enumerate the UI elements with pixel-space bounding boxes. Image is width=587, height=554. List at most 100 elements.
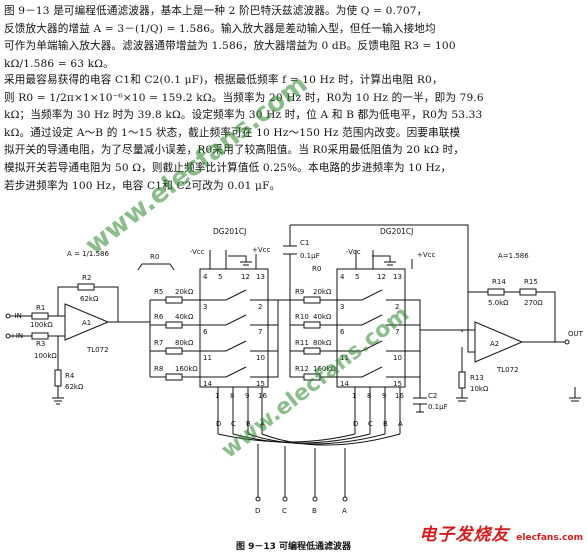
- r2-label: R2: [82, 274, 91, 282]
- ic2-pin-8: 8: [367, 392, 371, 400]
- ctrl-c-terminal: C: [282, 507, 287, 515]
- c2-label: C2: [428, 392, 437, 400]
- r13-value: 10kΩ: [470, 385, 489, 393]
- ground-symbol-3: [569, 387, 581, 402]
- ctrl-c-2: C: [368, 420, 373, 428]
- ic2-pin-11: 11: [340, 354, 349, 362]
- site-logo: 电子发烧友 elecfans.com: [419, 520, 583, 545]
- ic1-pin-7: 7: [258, 328, 262, 336]
- r10-value: 40kΩ: [313, 313, 332, 321]
- ic1-pin-12: 12: [241, 273, 250, 281]
- r7-label: R7: [154, 339, 163, 347]
- ctrl-a-2: A: [398, 420, 403, 428]
- ic1-pin-1: 1: [215, 392, 219, 400]
- ic2-pin-10: 10: [393, 354, 402, 362]
- r4-ground-wire: [52, 336, 64, 405]
- c1-label: C1: [300, 239, 309, 247]
- ic1-body: [199, 268, 269, 388]
- opamp-a2-type: TL072: [496, 366, 519, 374]
- r2-value: 62kΩ: [80, 295, 99, 303]
- logo-sub: elecfans.com: [516, 533, 583, 543]
- figure-caption: 图 9－13 可编程低通滤波器: [235, 542, 352, 552]
- ctrl-b-1: B: [246, 420, 251, 428]
- r13-label: R13: [470, 374, 484, 382]
- r12-value: 160kΩ: [313, 365, 336, 373]
- opamp-a2-label: A2: [490, 340, 499, 348]
- r10-label: R10: [295, 313, 309, 321]
- bank1-resistors: [150, 296, 200, 381]
- ic2-label: DG201CJ: [380, 227, 413, 236]
- r13-wire: [456, 330, 468, 402]
- text-line: 图 9－13 是可编程低通滤波器，基本上是一种 2 阶巴特沃兹滤波器。为使 Q …: [4, 5, 428, 17]
- r3-label: R3: [36, 340, 45, 348]
- r14-resistor-icon: [487, 288, 505, 296]
- ic1-pin-5: 5: [218, 273, 222, 281]
- ic2-body: [336, 268, 406, 388]
- ic2-pin-12: 12: [377, 273, 386, 281]
- r1-label: R1: [36, 304, 45, 312]
- c2-capacitor-icon: [413, 377, 427, 413]
- bank1-bus: [118, 300, 151, 377]
- ctrl-b-terminal: B: [312, 507, 317, 515]
- ic2-switches: [337, 289, 405, 378]
- ic2-pin-6: 6: [340, 328, 345, 336]
- ic2-pin-4: 4: [340, 273, 345, 281]
- ctrl-d-terminal: D: [255, 507, 260, 515]
- ic2-pin-1: 1: [352, 392, 356, 400]
- ic1-output-bus: [268, 282, 291, 378]
- c1-value: 0.1μF: [300, 252, 320, 260]
- r14-label: R14: [492, 278, 506, 286]
- r13-resistor-icon: [458, 371, 466, 389]
- r0-label-1: R0: [150, 253, 159, 261]
- vcc-neg-2: -Vcc: [346, 248, 361, 256]
- ic2-pin-2: 2: [395, 303, 399, 311]
- ic2-pin-13: 13: [393, 273, 402, 281]
- r4-resistor-icon: [54, 369, 62, 387]
- ic1-pin-16: 16: [258, 392, 267, 400]
- c2-value: 0.1μF: [428, 403, 448, 411]
- r6-label: R6: [154, 313, 164, 321]
- r15-value: 270Ω: [524, 299, 543, 307]
- r9-label: R9: [295, 288, 304, 296]
- opamp-a1-type: TL072: [86, 346, 109, 354]
- text-line: 拟开关的导通电阻，为了尽量减小误差，R0采用了较高阻值。当 R0采用最低阻值为 …: [4, 144, 465, 157]
- r0-bracket: [137, 263, 175, 271]
- text-line: 反馈放大器的增益 A = 3－(1/Q) = 1.586。输入放大器是差动输入型…: [4, 22, 436, 35]
- ctrl-d-2: D: [353, 420, 358, 428]
- ctrl-b-2: B: [383, 420, 388, 428]
- gain-left: A = 1/1.586: [67, 250, 110, 258]
- ic1-pin-13: 13: [256, 273, 265, 281]
- text-line: 模拟开关若导通电阻为 50 Ω，则截止频率比计算值低 0.25%。本电路的步进频…: [4, 161, 452, 174]
- r12-label: R12: [295, 365, 309, 373]
- opamp-a2-icon: [474, 321, 524, 363]
- ic2-pin-3: 3: [340, 303, 344, 311]
- ctrl-a-terminal: A: [342, 507, 347, 515]
- r8-value: 160kΩ: [175, 365, 198, 373]
- r14-value: 5.0kΩ: [488, 299, 509, 307]
- logo-main: 电子发烧友: [419, 525, 510, 545]
- r5-label: R5: [154, 288, 163, 296]
- r15-resistor-icon: [519, 288, 537, 296]
- input-wires: [10, 315, 65, 337]
- r2-resistor-icon: [77, 283, 95, 291]
- paragraph-1: 图 9－13 是可编程低通滤波器，基本上是一种 2 阶巴特沃兹滤波器。为使 Q …: [4, 3, 582, 73]
- vcc-neg-1: -Vcc: [190, 248, 205, 256]
- bank2-resistors: [290, 296, 337, 381]
- opamp-a1-label: A1: [82, 319, 91, 327]
- text-line: 采用最容易获得的电容 C1和 C2(0.1 μF)，根据最低频率 f = 10 …: [4, 74, 443, 86]
- ctrl-a-1: A: [260, 420, 265, 428]
- text-line: 若步进频率为 100 Hz，电容 C1和 C2可改为 0.01 μF。: [4, 179, 281, 192]
- r2-feedback-wire: [57, 286, 119, 323]
- ic2-pin-5: 5: [355, 273, 359, 281]
- ic2-pin-9: 9: [382, 392, 386, 400]
- ic1-pin-14: 14: [203, 380, 212, 388]
- ground-symbol-2: [372, 255, 396, 266]
- r15-label: R15: [524, 278, 538, 286]
- vcc-pos-1: +Vcc: [252, 246, 271, 254]
- r11-value: 80kΩ: [313, 339, 332, 347]
- ground-symbol-1: [228, 255, 252, 266]
- ic2-output-bus: [405, 299, 462, 378]
- in-neg-terminal: [5, 313, 11, 319]
- ic1-pin-15: 15: [256, 380, 265, 388]
- ic1-pin-11: 11: [203, 354, 212, 362]
